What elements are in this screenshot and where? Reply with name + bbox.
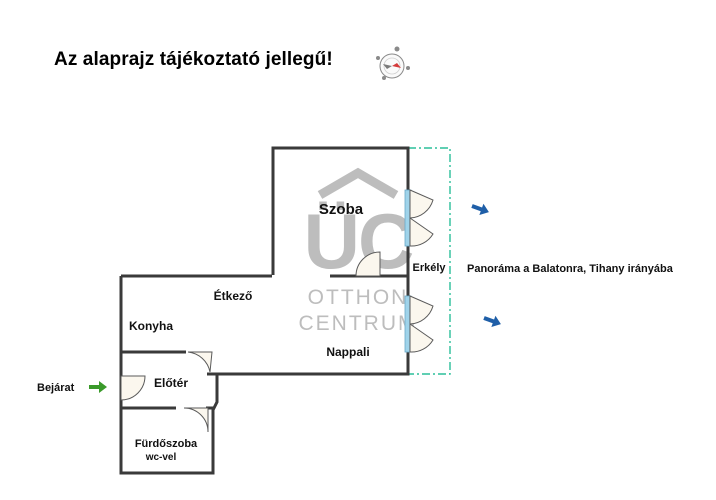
door-konyha [187, 351, 213, 373]
entrance-arrow-icon [89, 381, 107, 393]
view-arrow-icon [471, 203, 489, 216]
watermark-line1: OTTHON [308, 286, 409, 309]
door-entrance [120, 375, 146, 401]
room-label-furdoszoba: Fürdőszoba [135, 438, 198, 450]
view-arrow-icon [483, 315, 501, 328]
door-szoba [355, 251, 381, 277]
door-szoba-balcony-bottom [409, 217, 434, 247]
door-szoba-balcony-top [409, 189, 434, 219]
room-label-eloter: Előtér [154, 376, 188, 390]
walls [119, 146, 410, 475]
room-label-etkezo: Étkező [214, 288, 253, 303]
room-label-szoba: Szoba [319, 201, 364, 218]
room-label-nappali: Nappali [326, 345, 369, 359]
compass-icon [376, 46, 410, 80]
room-label-wc: wc-vel [145, 452, 177, 463]
room-label-konyha: Konyha [129, 319, 173, 333]
panorama-label: Panoráma a Balatonra, Tihany irányába [467, 263, 674, 275]
balcony-outline [408, 147, 451, 375]
door-nappali-balcony-top [409, 295, 434, 325]
watermark-logo: ÜC OTTHON CENTRUM [299, 167, 418, 335]
doors [120, 189, 434, 433]
door-bathroom [183, 407, 209, 433]
plan-disclaimer-title: Az alaprajz tájékoztató jellegű! [54, 49, 333, 70]
door-nappali-balcony-bottom [409, 323, 434, 353]
entrance-label: Bejárat [37, 382, 75, 394]
room-label-erkely: Erkély [412, 262, 446, 274]
watermark-line2: CENTRUM [299, 312, 418, 335]
